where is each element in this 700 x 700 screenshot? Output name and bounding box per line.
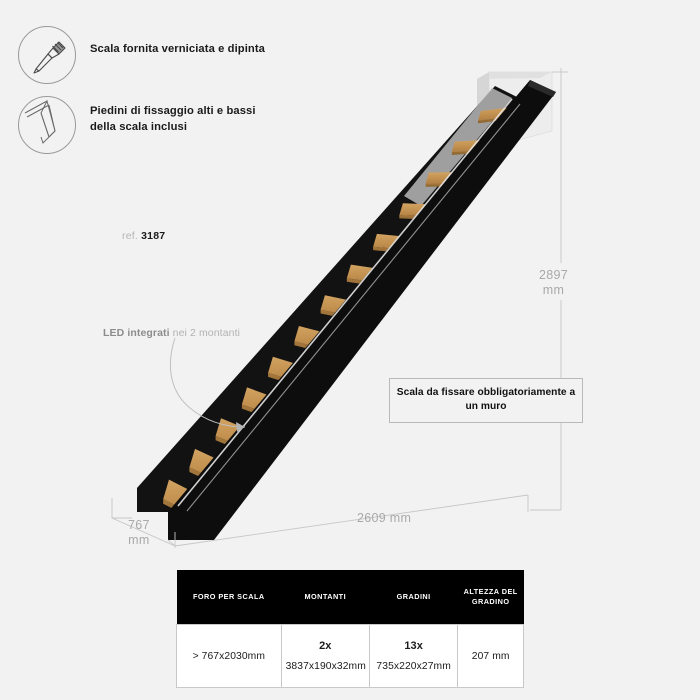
reference-label: ref. 3187	[122, 230, 165, 242]
ladder-step	[215, 418, 261, 453]
feature-label-brackets: Piedini di fissaggio alti e bassi della …	[90, 105, 256, 133]
dimension-height-value: 2897	[539, 268, 569, 282]
ladder-step	[346, 264, 390, 284]
ladder-step	[189, 448, 235, 486]
dimension-depth-value: 767	[128, 518, 150, 532]
feature-item-brackets: Piedini di fissaggio alti e bassi della …	[18, 96, 280, 154]
wall-fixing-note: Scala da fissare obbligatoriamente a un …	[389, 378, 583, 423]
tick-connector	[167, 539, 176, 547]
table-cell-altezza-value: 207 mm	[471, 650, 510, 662]
table-row: > 767x2030mm 2x 3837x190x32mm 13x 735x22…	[176, 624, 524, 688]
led-leader-line	[169, 337, 246, 432]
feature-item-paint: Scala fornita verniciata e dipinta	[18, 26, 265, 84]
ladder-step-edge	[320, 309, 360, 322]
tick-depth-left	[111, 498, 132, 519]
ladder-step	[320, 295, 364, 318]
ladder-step	[373, 233, 415, 251]
table-cell-gradini: 13x 735x220x27mm	[368, 624, 459, 688]
dimension-length: 2609 mm	[357, 511, 412, 525]
dimension-height-unit: mm	[542, 283, 565, 297]
led-strips	[177, 98, 521, 512]
specification-table: FORO PER SCALA MONTANTI GRADINI ALTEZZA …	[176, 570, 524, 688]
dimension-depth-unit: mm	[128, 533, 150, 547]
ladder-step-edge	[163, 499, 203, 525]
ladder-step-edge	[294, 341, 334, 356]
ladder-step	[451, 139, 493, 153]
ladder-step-edge	[478, 115, 516, 124]
ladder-steps	[163, 106, 518, 525]
ladder-step	[294, 326, 338, 352]
dim-length-line-right	[174, 494, 529, 547]
stringer-inner-face	[404, 88, 512, 206]
ladder-step-edge	[425, 183, 464, 187]
ladder-step-edge	[399, 215, 438, 220]
reference-prefix: ref.	[122, 230, 138, 242]
table-cell-altezza: 207 mm	[457, 624, 524, 688]
dimension-depth: 767 mm	[128, 518, 150, 548]
ladder-step-edge	[346, 278, 386, 288]
wall-mount-block	[477, 71, 553, 152]
ladder-step	[425, 172, 467, 184]
feature-label-paint: Scala fornita verniciata e dipinta	[90, 43, 265, 55]
ladder-foot-icon	[18, 96, 76, 154]
table-cell-montanti-value: 3837x190x32mm	[285, 661, 366, 672]
led-note: LED integrati nei 2 montanti	[103, 327, 240, 339]
paintbrush-icon	[18, 26, 76, 84]
led-note-soft: nei 2 montanti	[172, 327, 241, 339]
ladder-step-edge	[268, 372, 308, 389]
ladder-step-edge	[215, 435, 255, 457]
table-cell-gradini-count: 13x	[404, 640, 423, 652]
ladder-step-edge	[373, 246, 412, 254]
table-header-gradini: GRADINI	[369, 570, 458, 625]
ladder-step-edge	[189, 467, 229, 491]
table-cell-montanti: 2x 3837x190x32mm	[280, 624, 370, 688]
table-cell-montanti-count: 2x	[319, 640, 332, 652]
ladder-step-edge	[241, 404, 281, 423]
ladder-step	[241, 387, 287, 419]
table-header-altezza: ALTEZZA DEL GRADINO	[457, 570, 524, 625]
dimension-height: 2897 mm	[539, 268, 568, 298]
ladder-step	[478, 106, 518, 121]
table-cell-foro: > 767x2030mm	[176, 624, 282, 688]
table-cell-foro-value: > 767x2030mm	[192, 650, 266, 662]
ladder-step	[163, 479, 209, 520]
table-cell-gradini-value: 735x220x27mm	[376, 661, 451, 672]
led-note-strong: LED integrati	[103, 327, 170, 339]
ladder-step-edge	[451, 149, 490, 155]
ladder-step	[399, 203, 441, 217]
table-header-foro: FORO PER SCALA	[176, 570, 282, 625]
reference-value: 3187	[141, 230, 166, 242]
table-header-row: FORO PER SCALA MONTANTI GRADINI ALTEZZA …	[176, 570, 524, 625]
ladder-step	[268, 356, 312, 385]
table-header-montanti: MONTANTI	[281, 570, 370, 625]
